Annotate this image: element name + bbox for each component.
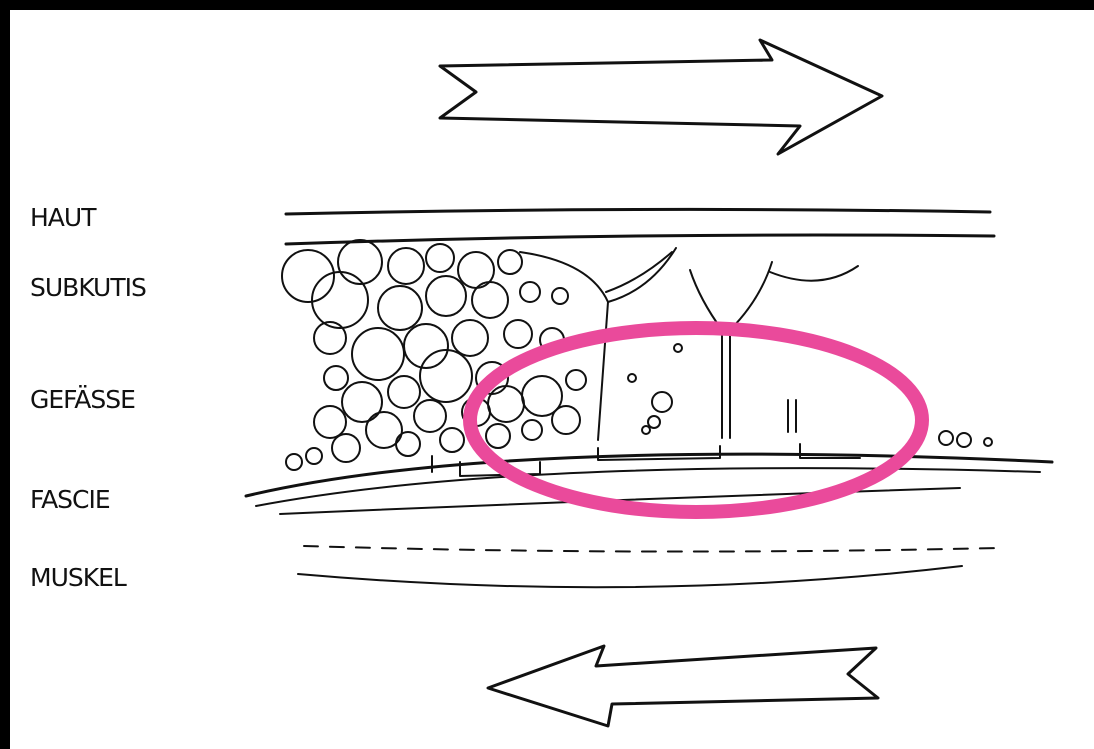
skin-line-lower: [284, 233, 996, 246]
arrow-right-icon: [438, 38, 884, 156]
label-subkutis: SUBKUTIS: [30, 273, 146, 302]
blood-vessels: [519, 247, 993, 448]
skin-line-upper: [284, 207, 992, 216]
muscle-line-2: [303, 545, 999, 553]
fascia-ticks: [431, 443, 861, 477]
label-gefaesse: GEFÄSSE: [30, 385, 135, 414]
highlight-ellipse: [463, 321, 929, 519]
label-haut: HAUT: [30, 203, 97, 232]
label-faszie: FASCIE: [30, 485, 110, 514]
label-muskel: MUSKEL: [30, 563, 127, 592]
muscle-line-3: [297, 565, 963, 589]
fat-lobules: [281, 239, 587, 471]
arrow-left-icon: [486, 644, 880, 728]
